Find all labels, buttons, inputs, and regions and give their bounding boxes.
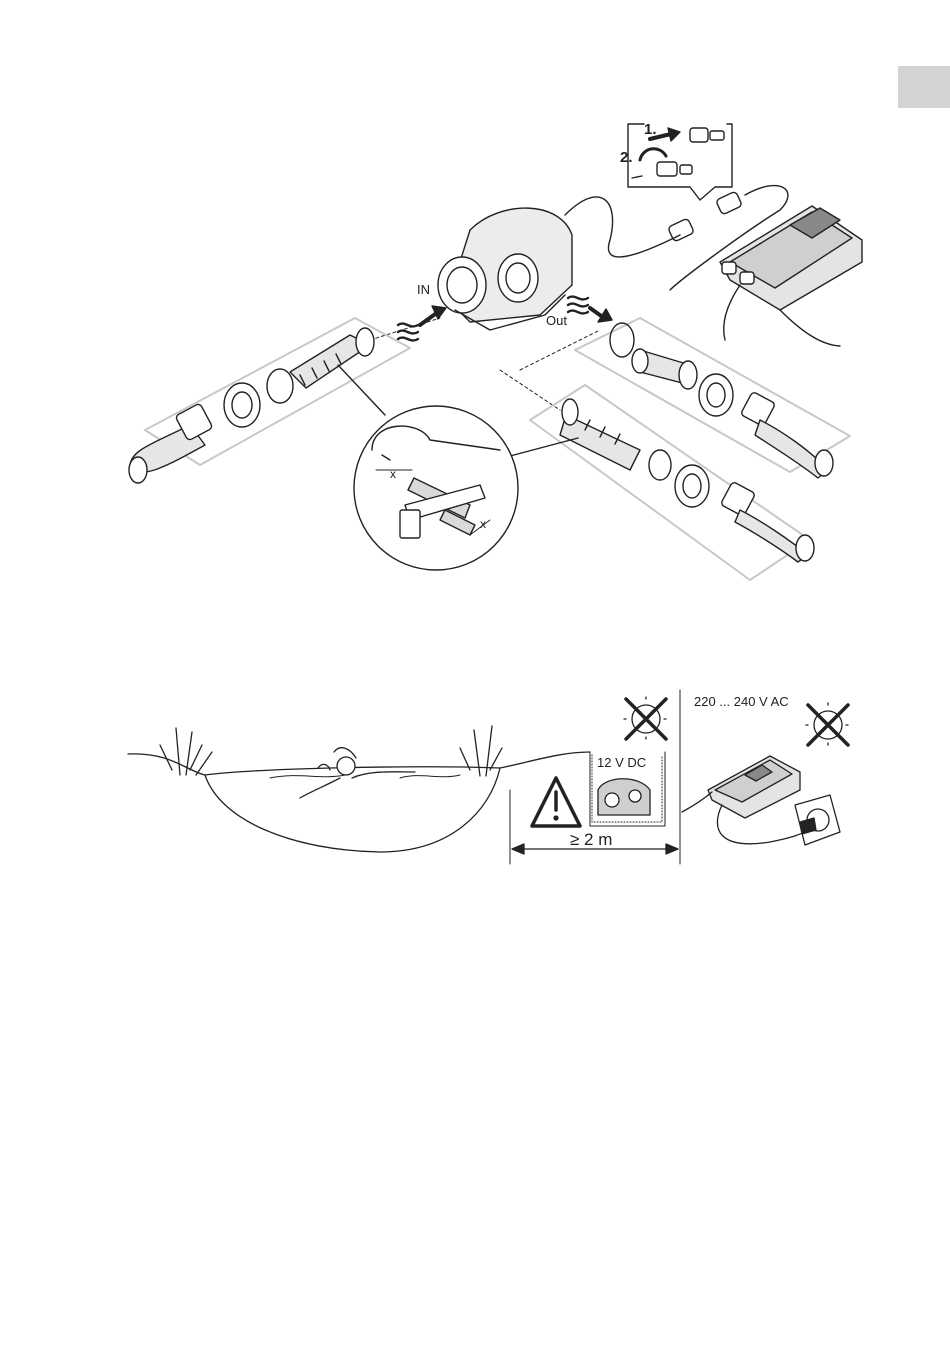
power-supply-with-plug xyxy=(682,756,840,845)
no-sunlight-icon-supply xyxy=(806,703,850,747)
swimmer xyxy=(300,748,415,798)
pond-basin xyxy=(205,768,500,852)
reeds-right xyxy=(460,726,502,776)
reeds-left xyxy=(160,728,212,775)
ac-voltage-label: 220 ... 240 V AC xyxy=(694,694,789,709)
dc-voltage-label: 12 V DC xyxy=(597,755,646,770)
minimum-distance-label: ≥ 2 m xyxy=(570,830,612,849)
no-sunlight-icon-pump xyxy=(624,697,668,741)
warning-triangle-icon xyxy=(532,778,580,826)
installation-distance-figure: 12 V DC 220 ... 240 V AC ≥ 2 m xyxy=(0,0,950,900)
